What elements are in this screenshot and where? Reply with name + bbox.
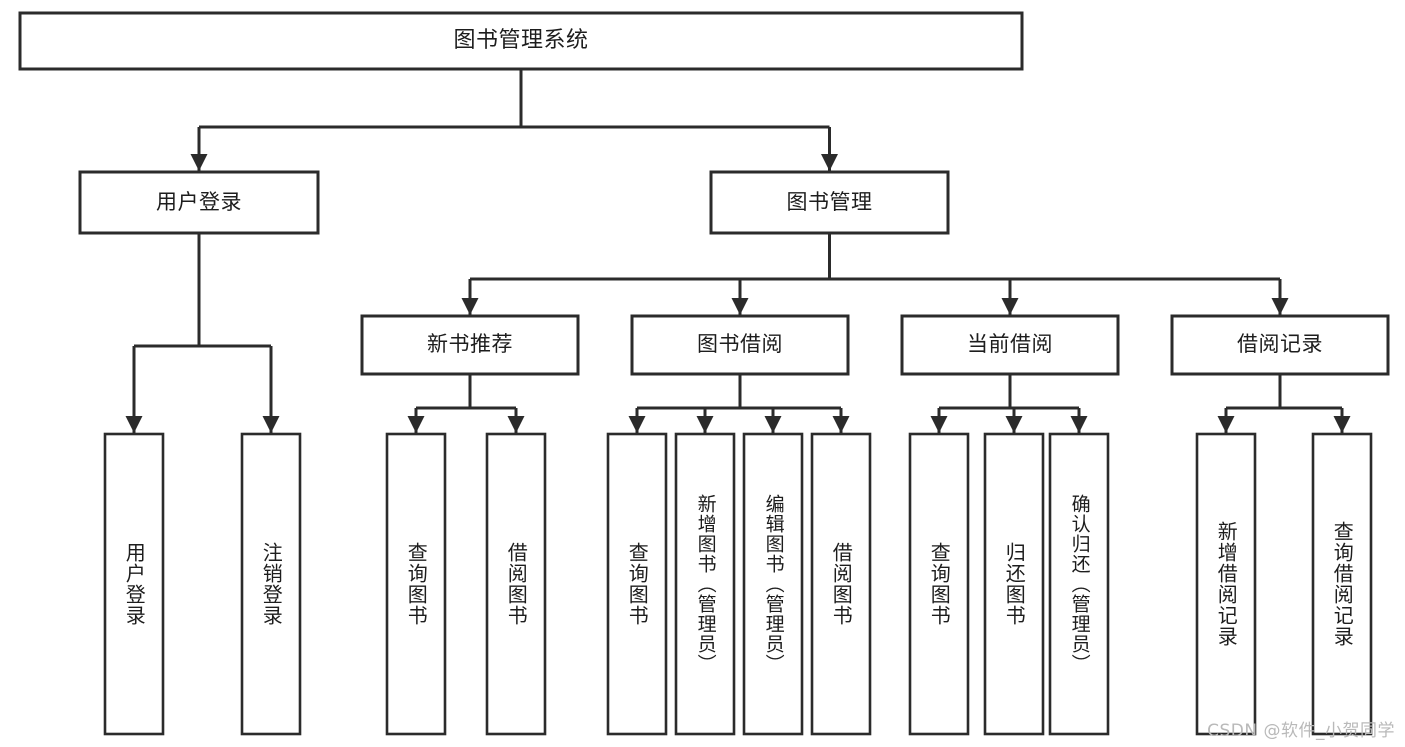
arrow-head-icon bbox=[190, 154, 208, 171]
arrow-head-icon bbox=[628, 416, 646, 433]
arrow-head-icon bbox=[461, 298, 479, 315]
node-box-leaf-user-login[interactable] bbox=[103, 432, 165, 736]
node-box-root[interactable] bbox=[18, 11, 1024, 71]
arrow-head-icon bbox=[731, 298, 749, 315]
node-box-leaf-edit-book[interactable] bbox=[742, 432, 804, 736]
node-box-new-book-rec[interactable] bbox=[360, 314, 580, 376]
edges-layer bbox=[125, 69, 1351, 433]
arrow-head-icon bbox=[1271, 298, 1289, 315]
node-box-leaf-return-book[interactable] bbox=[983, 432, 1045, 736]
node-box-leaf-user-logout[interactable] bbox=[240, 432, 302, 736]
arrow-head-icon bbox=[696, 416, 714, 433]
arrow-head-icon bbox=[821, 154, 838, 171]
arrow-head-icon bbox=[407, 416, 425, 433]
node-box-leaf-query-book-3[interactable] bbox=[908, 432, 970, 736]
node-box-leaf-query-book-1[interactable] bbox=[385, 432, 447, 736]
arrow-head-icon bbox=[1217, 416, 1235, 433]
arrow-head-icon bbox=[930, 416, 948, 433]
arrow-head-icon bbox=[1070, 416, 1088, 433]
arrow-head-icon bbox=[764, 416, 782, 433]
node-box-borrow-record[interactable] bbox=[1170, 314, 1390, 376]
node-box-book-manage[interactable] bbox=[709, 170, 950, 235]
node-box-current-borrow[interactable] bbox=[900, 314, 1120, 376]
arrow-head-icon bbox=[125, 416, 143, 433]
arrow-head-icon bbox=[1333, 416, 1351, 433]
node-box-leaf-borrow-book-1[interactable] bbox=[485, 432, 547, 736]
node-box-leaf-add-record[interactable] bbox=[1195, 432, 1257, 736]
arrow-head-icon bbox=[1005, 416, 1023, 433]
node-box-leaf-query-record[interactable] bbox=[1311, 432, 1373, 736]
nodes-layer bbox=[18, 11, 1390, 736]
node-box-leaf-confirm-return[interactable] bbox=[1048, 432, 1110, 736]
arrow-head-icon bbox=[507, 416, 525, 433]
node-box-book-borrow[interactable] bbox=[630, 314, 850, 376]
arrow-head-icon bbox=[1001, 298, 1019, 315]
arrow-head-icon bbox=[832, 416, 850, 433]
node-box-leaf-borrow-book-2[interactable] bbox=[810, 432, 872, 736]
arrow-head-icon bbox=[262, 416, 280, 433]
node-box-user-login[interactable] bbox=[78, 170, 320, 235]
node-box-leaf-add-book[interactable] bbox=[674, 432, 736, 736]
node-box-leaf-query-book-2[interactable] bbox=[606, 432, 668, 736]
